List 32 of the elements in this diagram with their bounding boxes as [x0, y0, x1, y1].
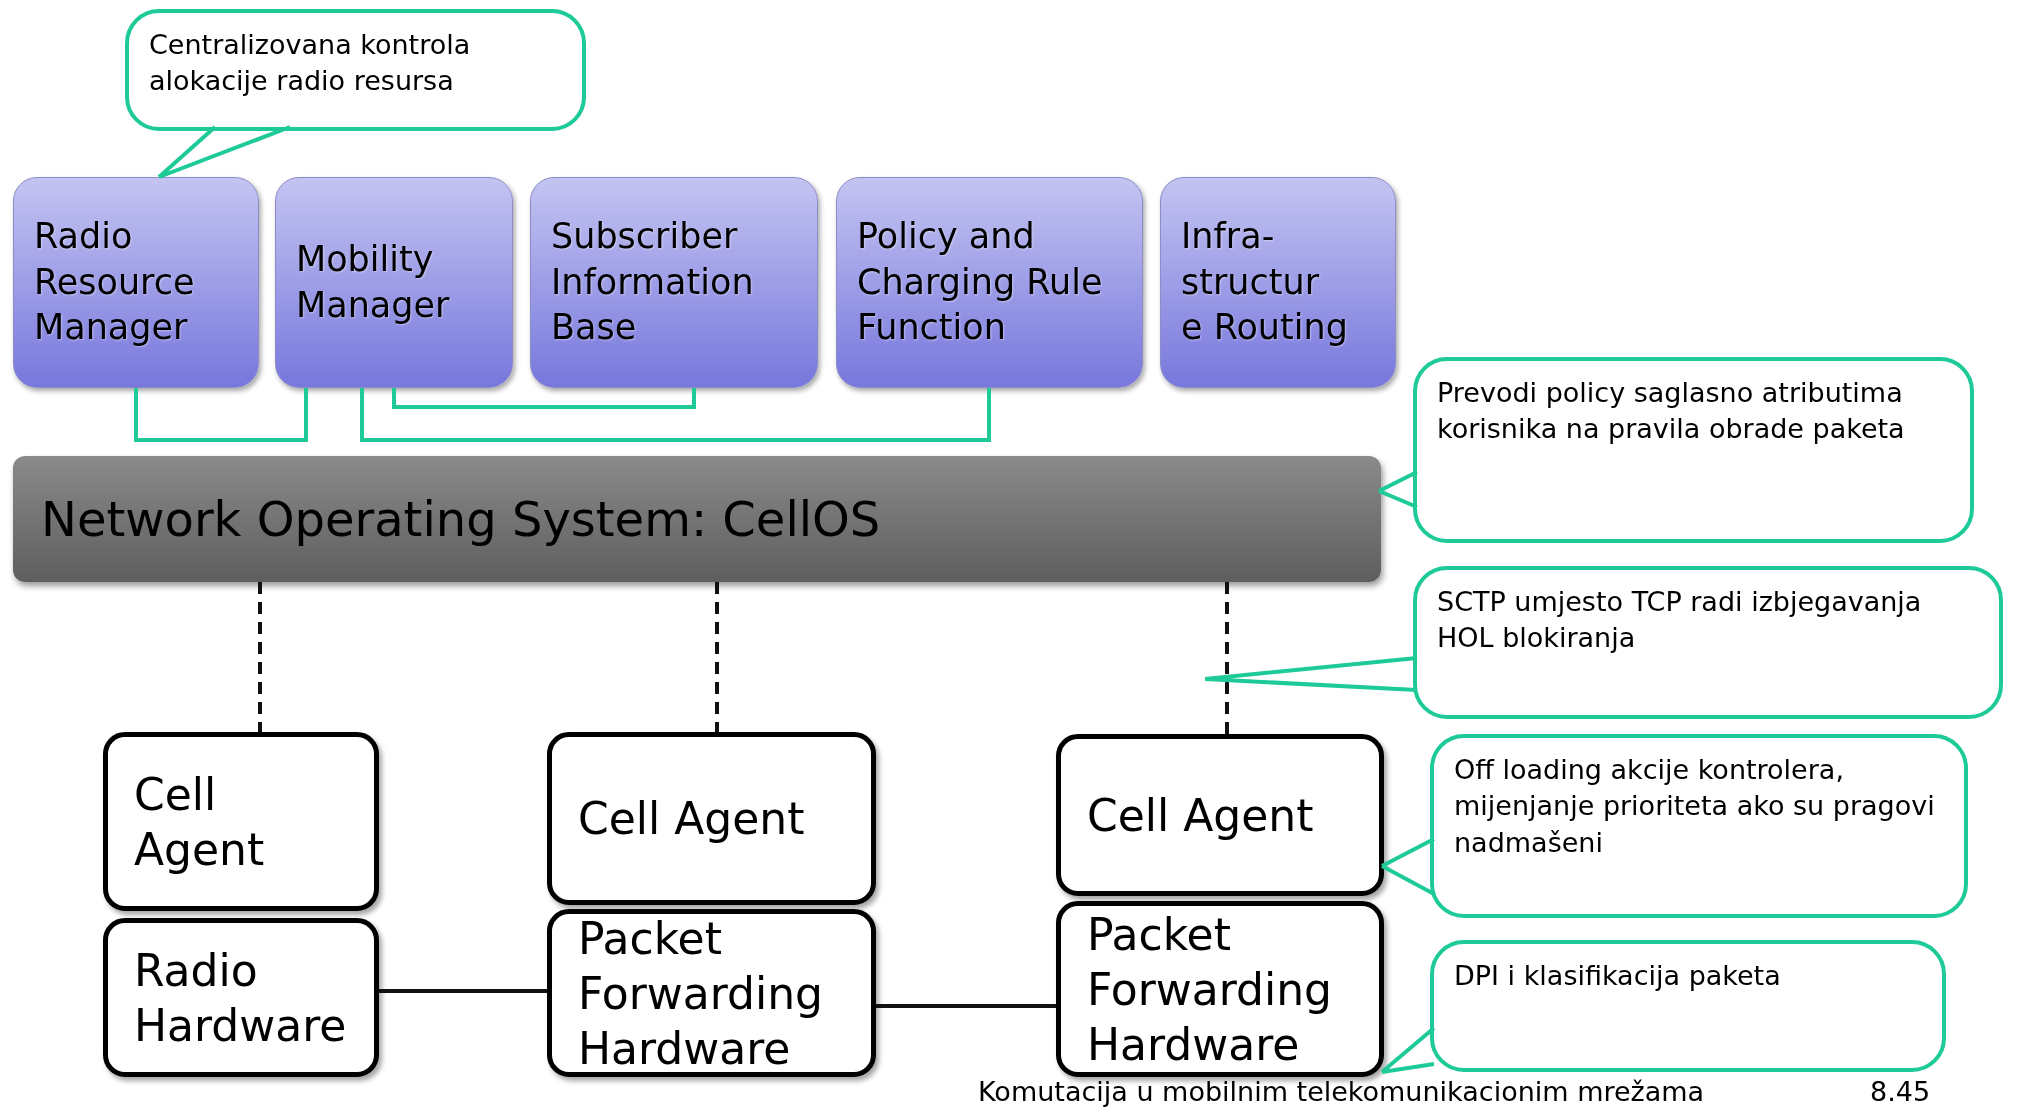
callout-pointer	[1380, 1026, 1436, 1074]
page-number: 8.45	[1870, 1076, 1931, 1107]
hardware-box: Radio Hardware	[103, 918, 379, 1077]
connector-line	[1225, 582, 1229, 734]
hardware-box: Packet Forwarding Hardware	[1056, 901, 1384, 1077]
module-box: Mobility Manager	[275, 177, 513, 388]
agent-box: Cell Agent	[1056, 734, 1384, 896]
footer-text: Komutacija u mobilnim telekomunikacionim mrežama	[978, 1076, 1705, 1107]
hardware-box: Packet Forwarding Hardware	[547, 909, 876, 1077]
module-box: Policy and Charging Rule Function	[836, 177, 1143, 388]
agent-box: Cell Agent	[547, 732, 876, 905]
callout-pointer	[1380, 837, 1436, 896]
connector-line	[379, 989, 547, 993]
callout-pointer	[1203, 656, 1419, 692]
connector-line	[134, 388, 308, 442]
callout-bubble: SCTP umjesto TCP radi izbjegavanja HOL blokiranja	[1413, 566, 2003, 719]
callout-pointer	[1377, 470, 1419, 509]
callout-bubble: Off loading akcije kontrolera, mijenjanje prioriteta ako su pragovi nadmašeni	[1430, 734, 1968, 918]
connector-line	[876, 1004, 1056, 1008]
callout-bubble: DPI i klasifikacija paketa	[1430, 940, 1946, 1072]
connector-line	[360, 388, 991, 442]
callout-bubble: Centralizovana kontrola alokacije radio resursa	[125, 9, 586, 131]
callout-pointer	[157, 125, 292, 179]
connector-line	[715, 582, 719, 732]
module-box: Infra- structur e Routing	[1160, 177, 1396, 388]
connector-line	[258, 582, 262, 732]
module-box: Subscriber Information Base	[530, 177, 818, 388]
module-box: Radio Resource Manager	[13, 177, 259, 388]
connector-line	[392, 388, 696, 409]
callout-bubble: Prevodi policy saglasno atributima korisnika na pravila obrade paketa	[1413, 357, 1974, 543]
os-bar: Network Operating System: CellOS	[13, 456, 1381, 582]
agent-box: Cell Agent	[103, 732, 379, 911]
